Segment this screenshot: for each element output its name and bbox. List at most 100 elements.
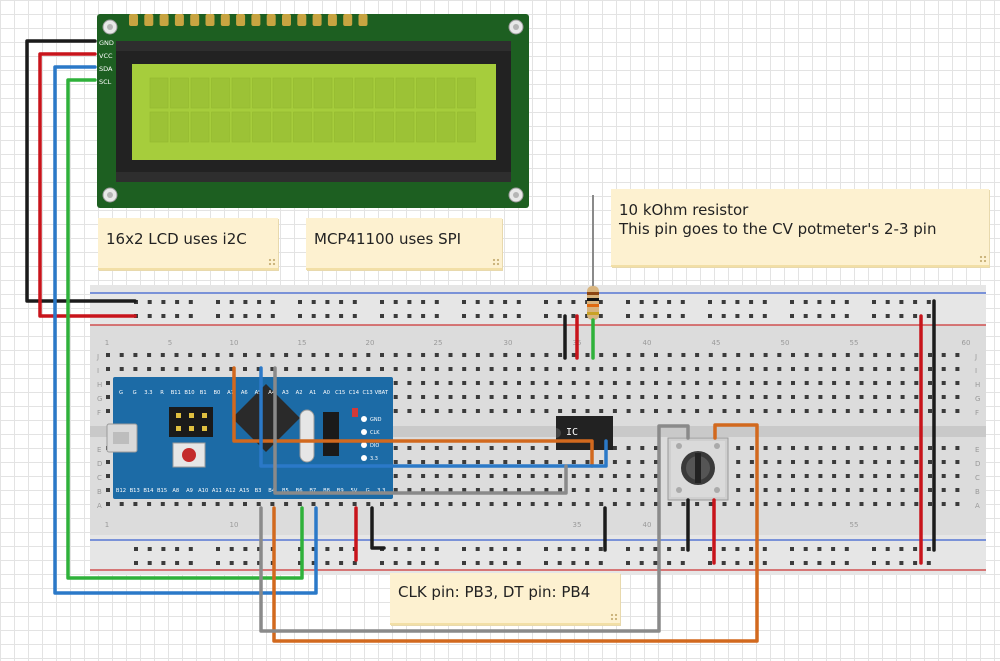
breadboard-hole xyxy=(599,381,604,385)
breadboard-hole xyxy=(640,474,645,478)
breadboard-hole xyxy=(955,488,960,492)
breadboard-hole xyxy=(667,367,672,371)
note-lcd-text: 16x2 LCD uses i2C xyxy=(106,230,247,248)
breadboard-hole xyxy=(818,488,823,492)
breadboard-hole xyxy=(777,488,782,492)
breadboard-hole xyxy=(859,409,864,413)
breadboard-hole xyxy=(914,395,919,399)
breadboard-hole xyxy=(721,314,726,318)
breadboard-hole xyxy=(530,409,535,413)
breadboard-hole xyxy=(421,353,426,357)
breadboard-hole xyxy=(475,314,480,318)
breadboard-hole xyxy=(914,353,919,357)
breadboard-hole xyxy=(558,474,563,478)
breadboard-hole xyxy=(530,367,535,371)
breadboard-hole xyxy=(749,446,754,450)
reset-button[interactable] xyxy=(172,442,206,468)
breadboard-hole xyxy=(818,367,823,371)
lcd-char-cell xyxy=(211,111,230,143)
breadboard-hole xyxy=(708,561,712,565)
breadboard-hole xyxy=(448,460,453,464)
breadboard-hole xyxy=(407,409,412,413)
breadboard-hole xyxy=(462,502,467,506)
note-encoder-text: CLK pin: PB3, DT pin: PB4 xyxy=(398,583,591,601)
breadboard-hole xyxy=(777,460,782,464)
lcd-header-pin xyxy=(251,14,261,26)
breadboard-hole xyxy=(791,502,795,506)
lcd-char-cell xyxy=(170,77,189,109)
breadboard-hole xyxy=(681,367,686,371)
breadboard-hole xyxy=(421,314,426,318)
mcu-bottom-pin-label: B14 xyxy=(143,488,154,494)
breadboard-hole xyxy=(585,488,590,492)
breadboard-hole xyxy=(926,547,931,551)
lcd-header-pin xyxy=(190,14,200,26)
col-num-45: 45 xyxy=(712,339,721,347)
breadboard-hole xyxy=(612,474,617,478)
breadboard-hole xyxy=(736,502,741,506)
breadboard-hole xyxy=(803,561,808,565)
lcd-header-pin xyxy=(129,14,138,26)
breadboard-hole xyxy=(654,367,658,371)
breadboard-hole xyxy=(817,561,822,565)
breadboard-hole xyxy=(407,488,412,492)
breadboard-hole xyxy=(325,561,330,565)
lcd-char-cell xyxy=(231,111,251,143)
breadboard-hole xyxy=(147,561,152,565)
breadboard-hole xyxy=(640,395,645,399)
breadboard-hole xyxy=(106,502,110,506)
breadboard-hole xyxy=(475,547,480,551)
wire-sda-blue xyxy=(53,65,318,595)
breadboard-hole xyxy=(270,353,275,357)
row-letter-right-i: I xyxy=(975,367,977,375)
mcu-bottom-pin-label: A9 xyxy=(186,488,193,494)
lcd-char-cell xyxy=(190,111,210,143)
col-num-55: 55 xyxy=(850,339,859,347)
breadboard-hole xyxy=(654,446,658,450)
breadboard-hole xyxy=(639,561,644,565)
breadboard-hole xyxy=(667,395,672,399)
breadboard-hole xyxy=(928,474,932,478)
note-mcp-text: MCP41100 uses SPI xyxy=(314,230,462,248)
breadboard-hole xyxy=(900,381,905,385)
breadboard-hole xyxy=(339,300,344,304)
breadboard-hole xyxy=(599,353,604,357)
breadboard-hole xyxy=(380,300,384,304)
breadboard-hole xyxy=(654,381,658,385)
breadboard-hole xyxy=(791,474,795,478)
breadboard-hole xyxy=(421,547,426,551)
breadboard-hole xyxy=(612,409,617,413)
breadboard-hole xyxy=(640,446,645,450)
lcd-header-pin xyxy=(327,14,337,26)
row-letter-f: F xyxy=(97,409,101,417)
breadboard-hole xyxy=(571,381,576,385)
breadboard-hole xyxy=(886,446,891,450)
mcu-top-pin-label: A5 xyxy=(255,390,262,396)
breadboard-hole xyxy=(297,502,302,506)
breadboard-hole xyxy=(503,460,508,464)
breadboard-hole xyxy=(626,381,631,385)
mcu-bottom-pin-label: 5V xyxy=(350,488,357,494)
breadboard-hole xyxy=(900,446,905,450)
breadboard-hole xyxy=(448,381,453,385)
breadboard-hole xyxy=(928,353,932,357)
breadboard-hole xyxy=(749,460,754,464)
note-lcd: 16x2 LCD uses i2C xyxy=(98,218,278,270)
col-num-bottom-10: 10 xyxy=(230,521,239,529)
breadboard-hole xyxy=(434,547,439,551)
lcd-char-cell xyxy=(416,77,435,109)
breadboard-hole xyxy=(791,409,795,413)
breadboard-hole xyxy=(530,353,535,357)
breadboard-hole xyxy=(407,502,412,506)
breadboard-hole xyxy=(448,395,453,399)
breadboard-hole xyxy=(736,395,741,399)
breadboard-hole xyxy=(885,561,890,565)
note-encoder: CLK pin: PB3, DT pin: PB4 xyxy=(390,573,620,625)
note-mcp: MCP41100 uses SPI xyxy=(306,218,502,270)
col-num-5: 5 xyxy=(168,339,172,347)
breadboard-hole xyxy=(516,314,521,318)
breadboard-hole xyxy=(598,561,603,565)
breadboard-hole xyxy=(790,300,794,304)
resistor xyxy=(587,195,599,320)
